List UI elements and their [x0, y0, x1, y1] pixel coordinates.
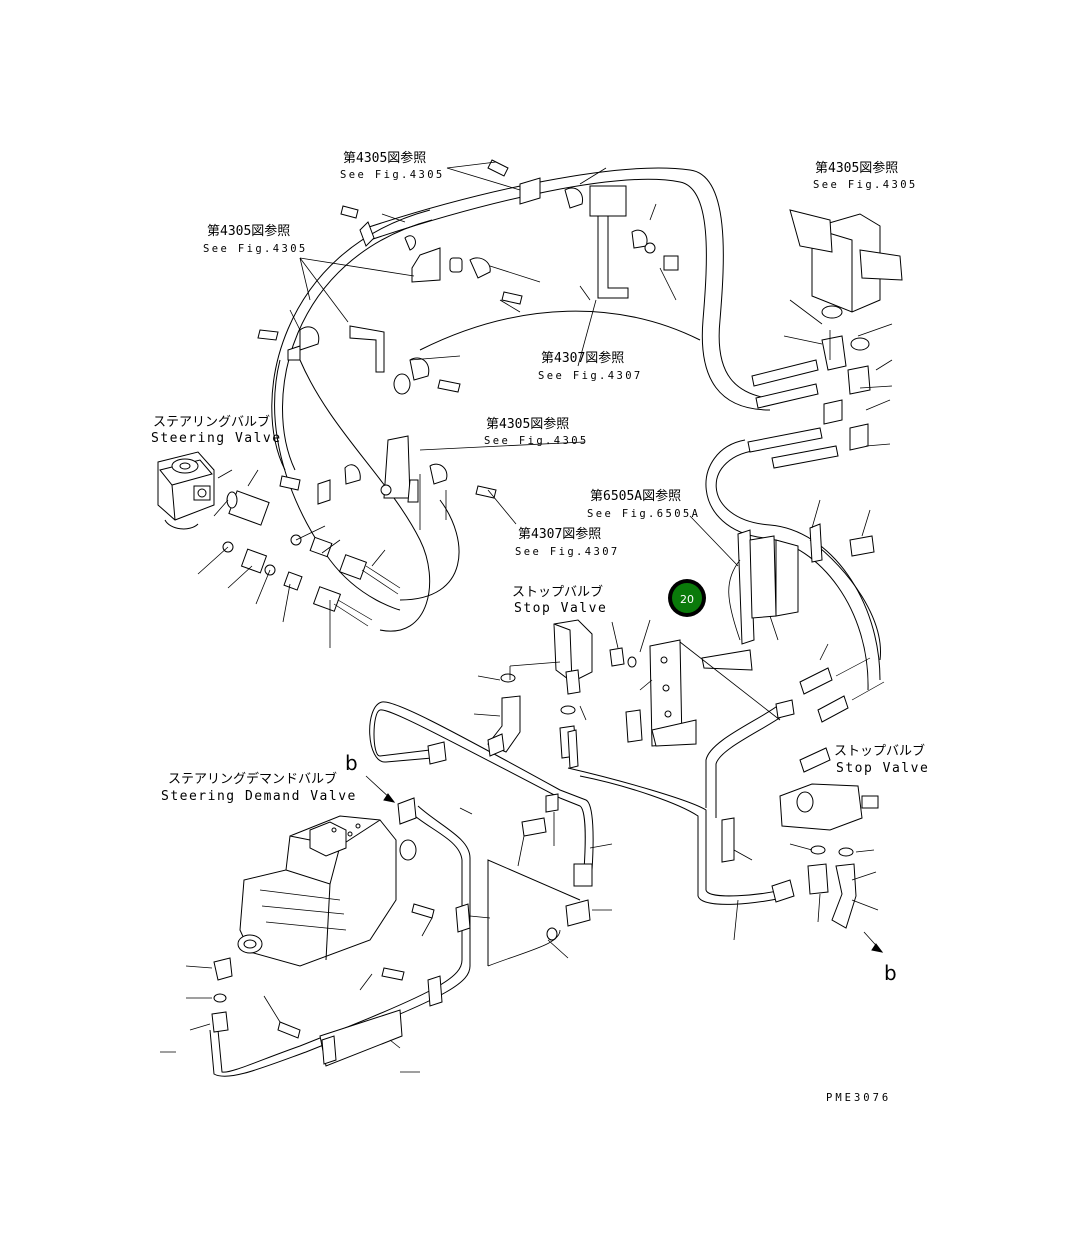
steering-demand-valve-label-en: Steering Demand Valve [161, 789, 357, 804]
callout-number[interactable]: 20 [680, 593, 694, 606]
ref-label-jp: 第4305図参照 [486, 416, 569, 432]
connection-mark-b: b [884, 961, 897, 985]
ref-label-jp: 第4307図参照 [541, 350, 624, 366]
stop-valve-label-en: Stop Valve [514, 601, 607, 616]
reference-leaders [299, 161, 739, 567]
ref-label-en: See Fig.6505A [587, 508, 700, 520]
center-brackets [609, 499, 875, 747]
callout-20[interactable]: 20 [668, 579, 706, 617]
ref-label-jp: 第4307図参照 [518, 526, 601, 542]
callout-fill[interactable] [672, 583, 702, 613]
connection-mark-b: b [345, 751, 358, 775]
ref-label-jp: 第4305図参照 [343, 150, 426, 166]
ref-label-jp: 第4305図参照 [815, 160, 898, 176]
steering-valve-label-jp: ステアリングバルブ [153, 414, 270, 430]
steering-valve-body [157, 451, 215, 530]
steering-demand-valve [237, 815, 417, 967]
stop-valve-label-jp: ストップバルブ [512, 584, 603, 600]
ref-label-en: See Fig.4305 [484, 435, 589, 447]
drawing-code: PME3076 [826, 1092, 891, 1104]
connection-arrows [365, 775, 884, 953]
ref-label-en: See Fig.4305 [813, 179, 918, 191]
hose-lines [271, 167, 881, 691]
drawing-code-text: PME3076 [826, 1092, 891, 1104]
ref-label-jp: 第4305図参照 [207, 223, 290, 239]
steering-demand-valve-label-jp: ステアリングデマンドバルブ [168, 771, 337, 787]
steering-valve-label-en: Steering Valve [151, 431, 282, 446]
component-labels: ステアリングバルブ Steering Valve ストップバルブ Stop Va… [151, 414, 929, 804]
steel-tubes [209, 701, 791, 1077]
ref-label-jp: 第6505A図参照 [590, 488, 681, 504]
ref-label-en: See Fig.4307 [538, 370, 643, 382]
clamps-and-brackets [257, 159, 679, 530]
connection-marks: b b [345, 751, 897, 985]
stop-valve-label-jp: ストップバルブ [834, 743, 925, 759]
demand-valve-fittings [160, 699, 795, 1073]
steering-valve-fittings [197, 469, 401, 648]
ref-label-en: See Fig.4305 [203, 243, 308, 255]
ref-label-en: See Fig.4307 [515, 546, 620, 558]
ref-label-en: See Fig.4305 [340, 169, 445, 181]
stop-valve-label-en: Stop Valve [836, 761, 929, 776]
reference-labels: 第4305図参照 See Fig.4305 第4305図参照 See Fig.4… [203, 150, 918, 558]
right-top-valve-assembly [747, 209, 903, 469]
right-stop-valve [779, 643, 885, 929]
